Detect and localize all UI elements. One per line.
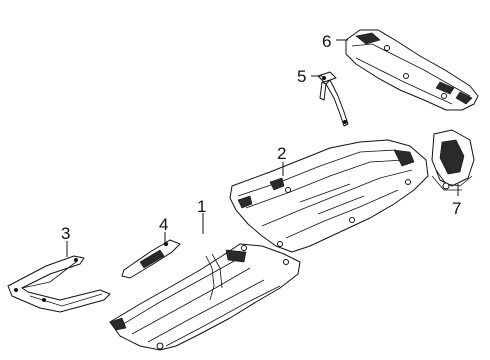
- part-3-rail: [7, 255, 111, 313]
- callout-7: 7: [452, 199, 461, 218]
- callout-3: 3: [61, 224, 70, 243]
- callout-2: 2: [277, 144, 286, 163]
- part-6-shield: [345, 29, 479, 111]
- part-1-shield: [109, 243, 301, 351]
- callout-6: 6: [322, 32, 331, 51]
- part-4-bracket: [121, 239, 181, 279]
- callout-1: 1: [197, 197, 206, 216]
- main-floor-shield: [229, 139, 429, 253]
- callout-5: 5: [297, 67, 306, 86]
- part-5-bracket: [317, 71, 349, 127]
- part-7-panel: [431, 129, 475, 191]
- callout-4: 4: [159, 215, 168, 234]
